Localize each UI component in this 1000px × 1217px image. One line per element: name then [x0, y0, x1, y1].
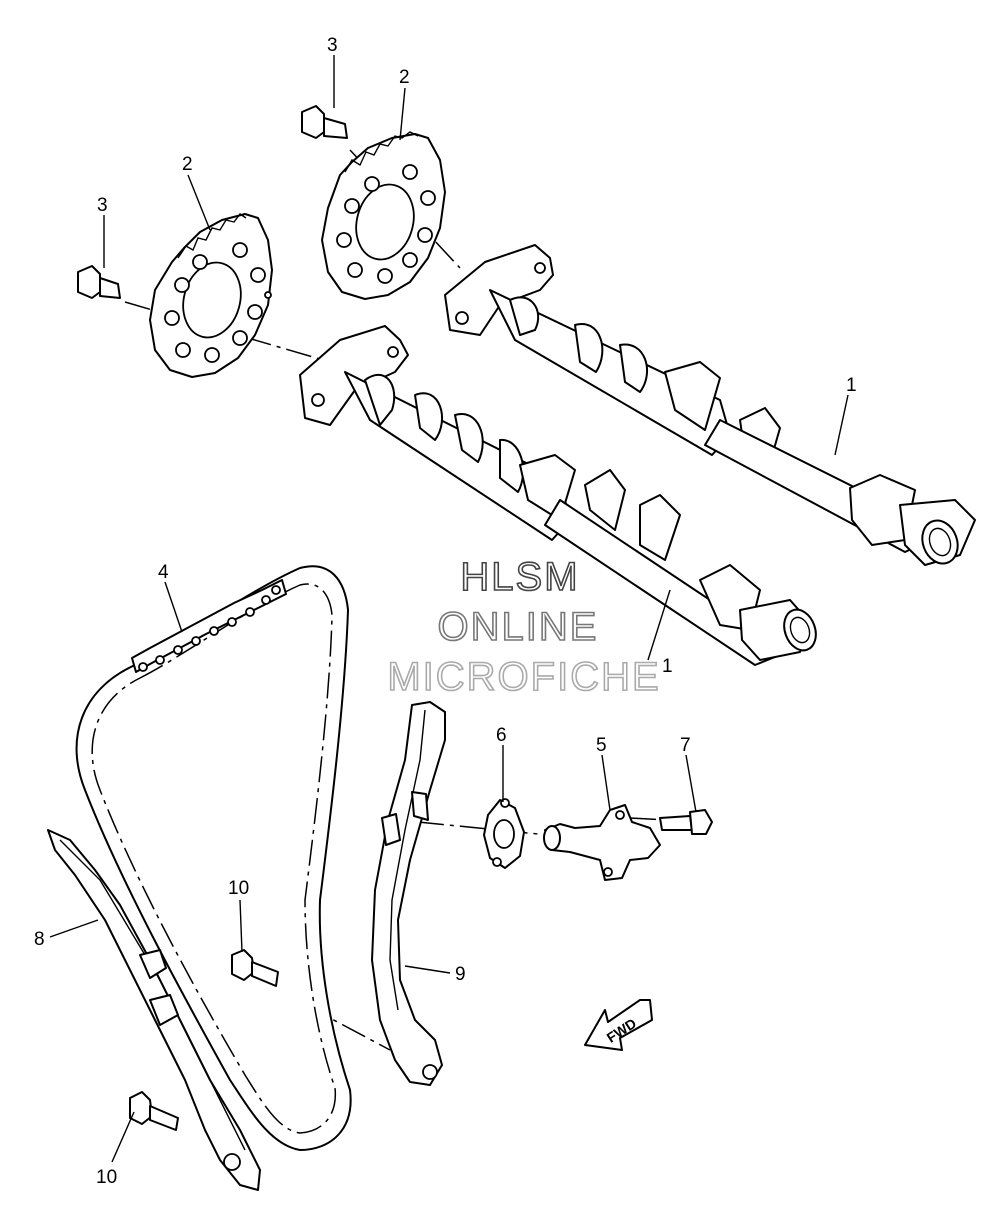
- callout-camshaft-upper: 1: [846, 375, 857, 396]
- callout-sprocket-lower: 2: [182, 154, 193, 175]
- watermark-line-2: ONLINE: [438, 605, 599, 649]
- callout-guide-exhaust: 9: [455, 964, 466, 985]
- sprocket-bolt-upper: [301, 105, 348, 139]
- callout-guide-bolt-lower: 10: [96, 1167, 117, 1188]
- callout-chain: 4: [158, 562, 169, 583]
- chain-tensioner: [543, 804, 661, 881]
- timing-chain: [75, 565, 352, 1151]
- forward-direction-arrow: FWD: [584, 999, 653, 1051]
- watermark-line-3: MICROFICHE: [387, 655, 660, 699]
- leader-lines: [49, 55, 849, 1163]
- chain-guide-intake: [47, 829, 261, 1191]
- tensioner-gasket: [483, 798, 525, 869]
- camshaft-upper: [444, 244, 976, 566]
- tensioner-bolt: [659, 809, 713, 835]
- callout-numbers: 3 2 2 3 1 4 1 6 5 7 10 8 9 10: [34, 35, 857, 1188]
- watermark: HLSM ONLINE MICROFICHE: [387, 554, 660, 700]
- callout-bolt-upper: 3: [327, 35, 338, 56]
- camshaft-lower: [299, 325, 817, 666]
- callout-guide-intake: 8: [34, 929, 45, 950]
- callout-gasket: 6: [496, 725, 507, 746]
- callout-camshaft-lower: 1: [662, 656, 673, 677]
- callout-tensioner-bolt: 7: [680, 735, 691, 756]
- sprocket-bolt-lower: [77, 265, 121, 299]
- sprocket-upper: [321, 131, 446, 300]
- watermark-line-1: HLSM: [460, 555, 579, 599]
- chain-guide-exhaust: [371, 701, 446, 1086]
- callout-sprocket-upper: 2: [399, 67, 410, 88]
- guide-bolt-lower: [129, 1091, 179, 1131]
- sprocket-lower: [149, 213, 273, 378]
- guide-bolt-upper: [231, 949, 279, 987]
- callout-bolt-lower: 3: [97, 195, 108, 216]
- callout-tensioner: 5: [596, 735, 607, 756]
- callout-guide-bolt-upper: 10: [228, 878, 249, 899]
